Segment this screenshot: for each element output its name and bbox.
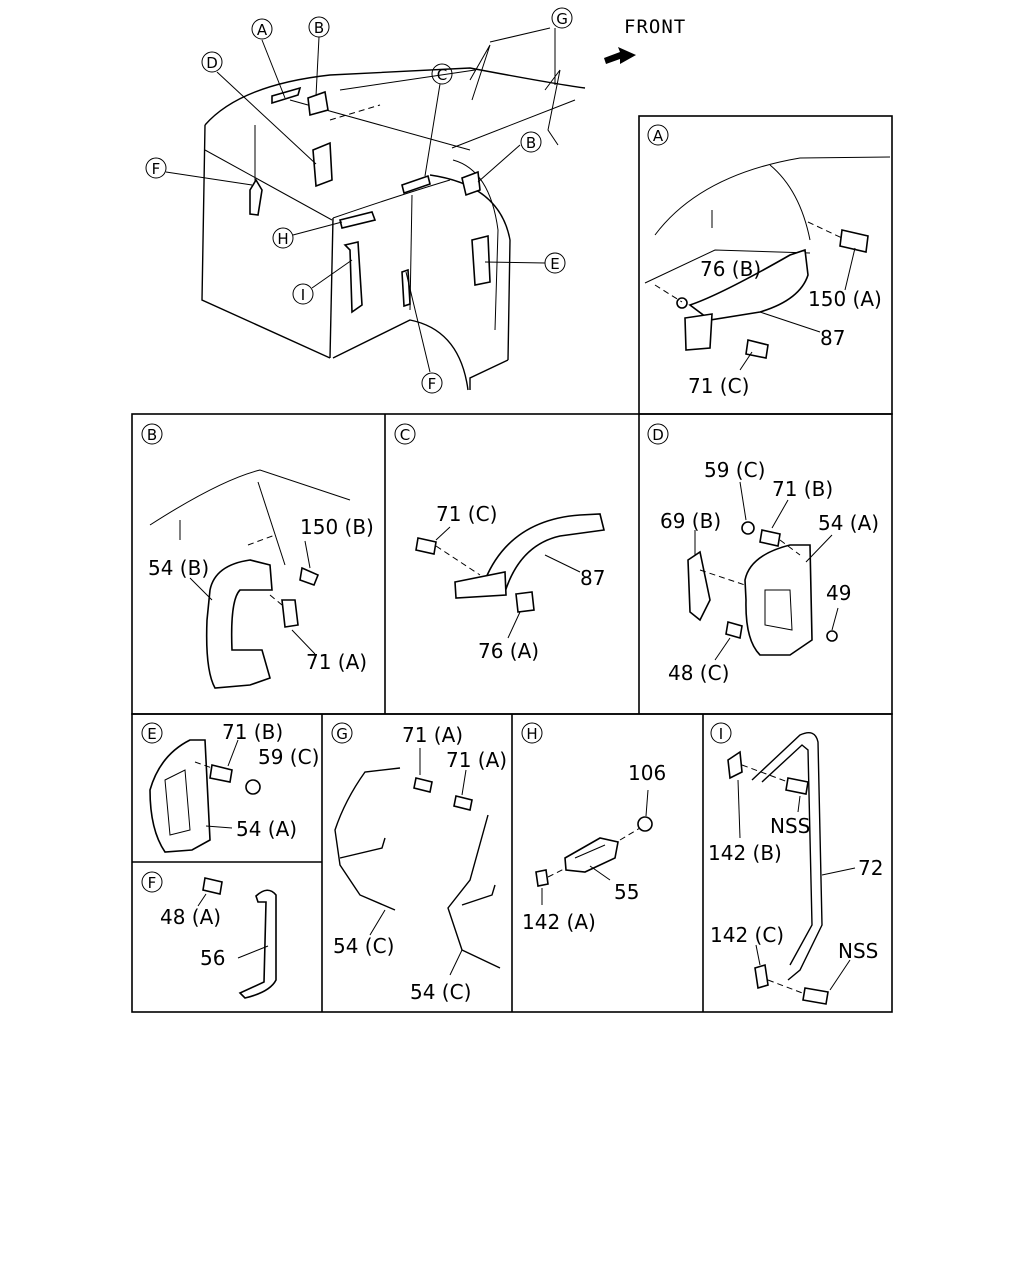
panel-B-label-150B: 150 (B) (300, 515, 374, 539)
panel-H: H 106 55 142 (A) (521, 722, 666, 934)
panel-A-label-150A: 150 (A) (808, 287, 882, 311)
panel-C-label-76A: 76 (A) (478, 639, 539, 663)
panel-I-label-142B: 142 (B) (708, 841, 782, 865)
panel-C-badge: C (400, 426, 410, 444)
panel-I: I 142 (B) NSS 72 142 (C) NSS (708, 722, 883, 1005)
panel-E-label-54A: 54 (A) (236, 817, 297, 841)
panel-I-label-72: 72 (858, 856, 883, 880)
front-arrow-icon (604, 47, 636, 64)
panel-G-label-71A-2: 71 (A) (446, 748, 507, 772)
panel-A: A 76 (B) 150 (A) 87 71 (C) (644, 124, 891, 398)
callout-C: C (437, 66, 447, 84)
callout-E: E (550, 255, 559, 273)
callout-G: G (556, 10, 568, 28)
panel-D-label-49: 49 (826, 581, 851, 605)
panel-A-label-87: 87 (820, 326, 845, 350)
panel-A-label-76B: 76 (B) (700, 257, 761, 281)
panel-E: E 71 (B) 59 (C) 54 (A) (141, 720, 319, 853)
panel-E-label-59C: 59 (C) (258, 745, 319, 769)
panel-F-label-56: 56 (200, 946, 225, 970)
front-label: FRONT (624, 16, 686, 38)
front-indicator: FRONT (604, 16, 686, 64)
callout-D: D (206, 54, 218, 72)
panel-G-label-71A-1: 71 (A) (402, 723, 463, 747)
panel-F-label-48A: 48 (A) (160, 905, 221, 929)
panel-D-label-54A: 54 (A) (818, 511, 879, 535)
panel-B-label-71A: 71 (A) (306, 650, 367, 674)
panel-H-label-55: 55 (614, 880, 639, 904)
panel-B-label-54B: 54 (B) (148, 556, 209, 580)
callout-A: A (257, 21, 268, 39)
panel-E-badge: E (147, 725, 156, 743)
callout-F-left: F (152, 160, 161, 178)
panel-H-badge: H (526, 725, 537, 743)
panel-H-label-106: 106 (628, 761, 666, 785)
panel-D: D 59 (C) 71 (B) 69 (B) 54 (A) 49 48 (C) (647, 423, 879, 685)
panel-E-label-71B: 71 (B) (222, 720, 283, 744)
panel-C-label-87: 87 (580, 566, 605, 590)
panel-F-badge: F (148, 874, 157, 892)
panel-D-label-48C: 48 (C) (668, 661, 729, 685)
callout-B-top: B (314, 19, 324, 37)
cab-overview (201, 44, 586, 391)
callout-B-right: B (526, 134, 536, 152)
callout-I: I (301, 286, 305, 304)
panel-D-label-71B: 71 (B) (772, 477, 833, 501)
panel-F: F 48 (A) 56 (141, 871, 277, 999)
panel-G-label-54C-1: 54 (C) (333, 934, 394, 958)
panel-I-label-NSS-2: NSS (838, 939, 878, 963)
panel-I-label-NSS-1: NSS (770, 814, 810, 838)
panel-B: B 150 (B) 54 (B) 71 (A) (141, 423, 374, 689)
panel-A-label-71C: 71 (C) (688, 374, 749, 398)
panel-D-label-69B: 69 (B) (660, 509, 721, 533)
panel-C: C 71 (C) 87 76 (A) (394, 423, 605, 663)
panel-I-badge: I (719, 725, 723, 743)
panel-I-label-142C: 142 (C) (710, 923, 784, 947)
panel-A-badge: A (653, 127, 664, 145)
panel-G: G 71 (A) 71 (A) 54 (C) 54 (C) (331, 722, 507, 1004)
panel-D-badge: D (652, 426, 664, 444)
callout-H: H (277, 230, 288, 248)
callout-F-bottom: F (428, 375, 437, 393)
panel-B-badge: B (147, 426, 157, 444)
panel-C-label-71C: 71 (C) (436, 502, 497, 526)
panel-D-label-59C: 59 (C) (704, 458, 765, 482)
panel-grid (131, 115, 893, 1013)
panel-G-label-54C-2: 54 (C) (410, 980, 471, 1004)
panel-G-badge: G (336, 725, 348, 743)
panel-H-label-142A: 142 (A) (522, 910, 596, 934)
overview-callouts: A B D G C B F H E I F (145, 7, 573, 394)
